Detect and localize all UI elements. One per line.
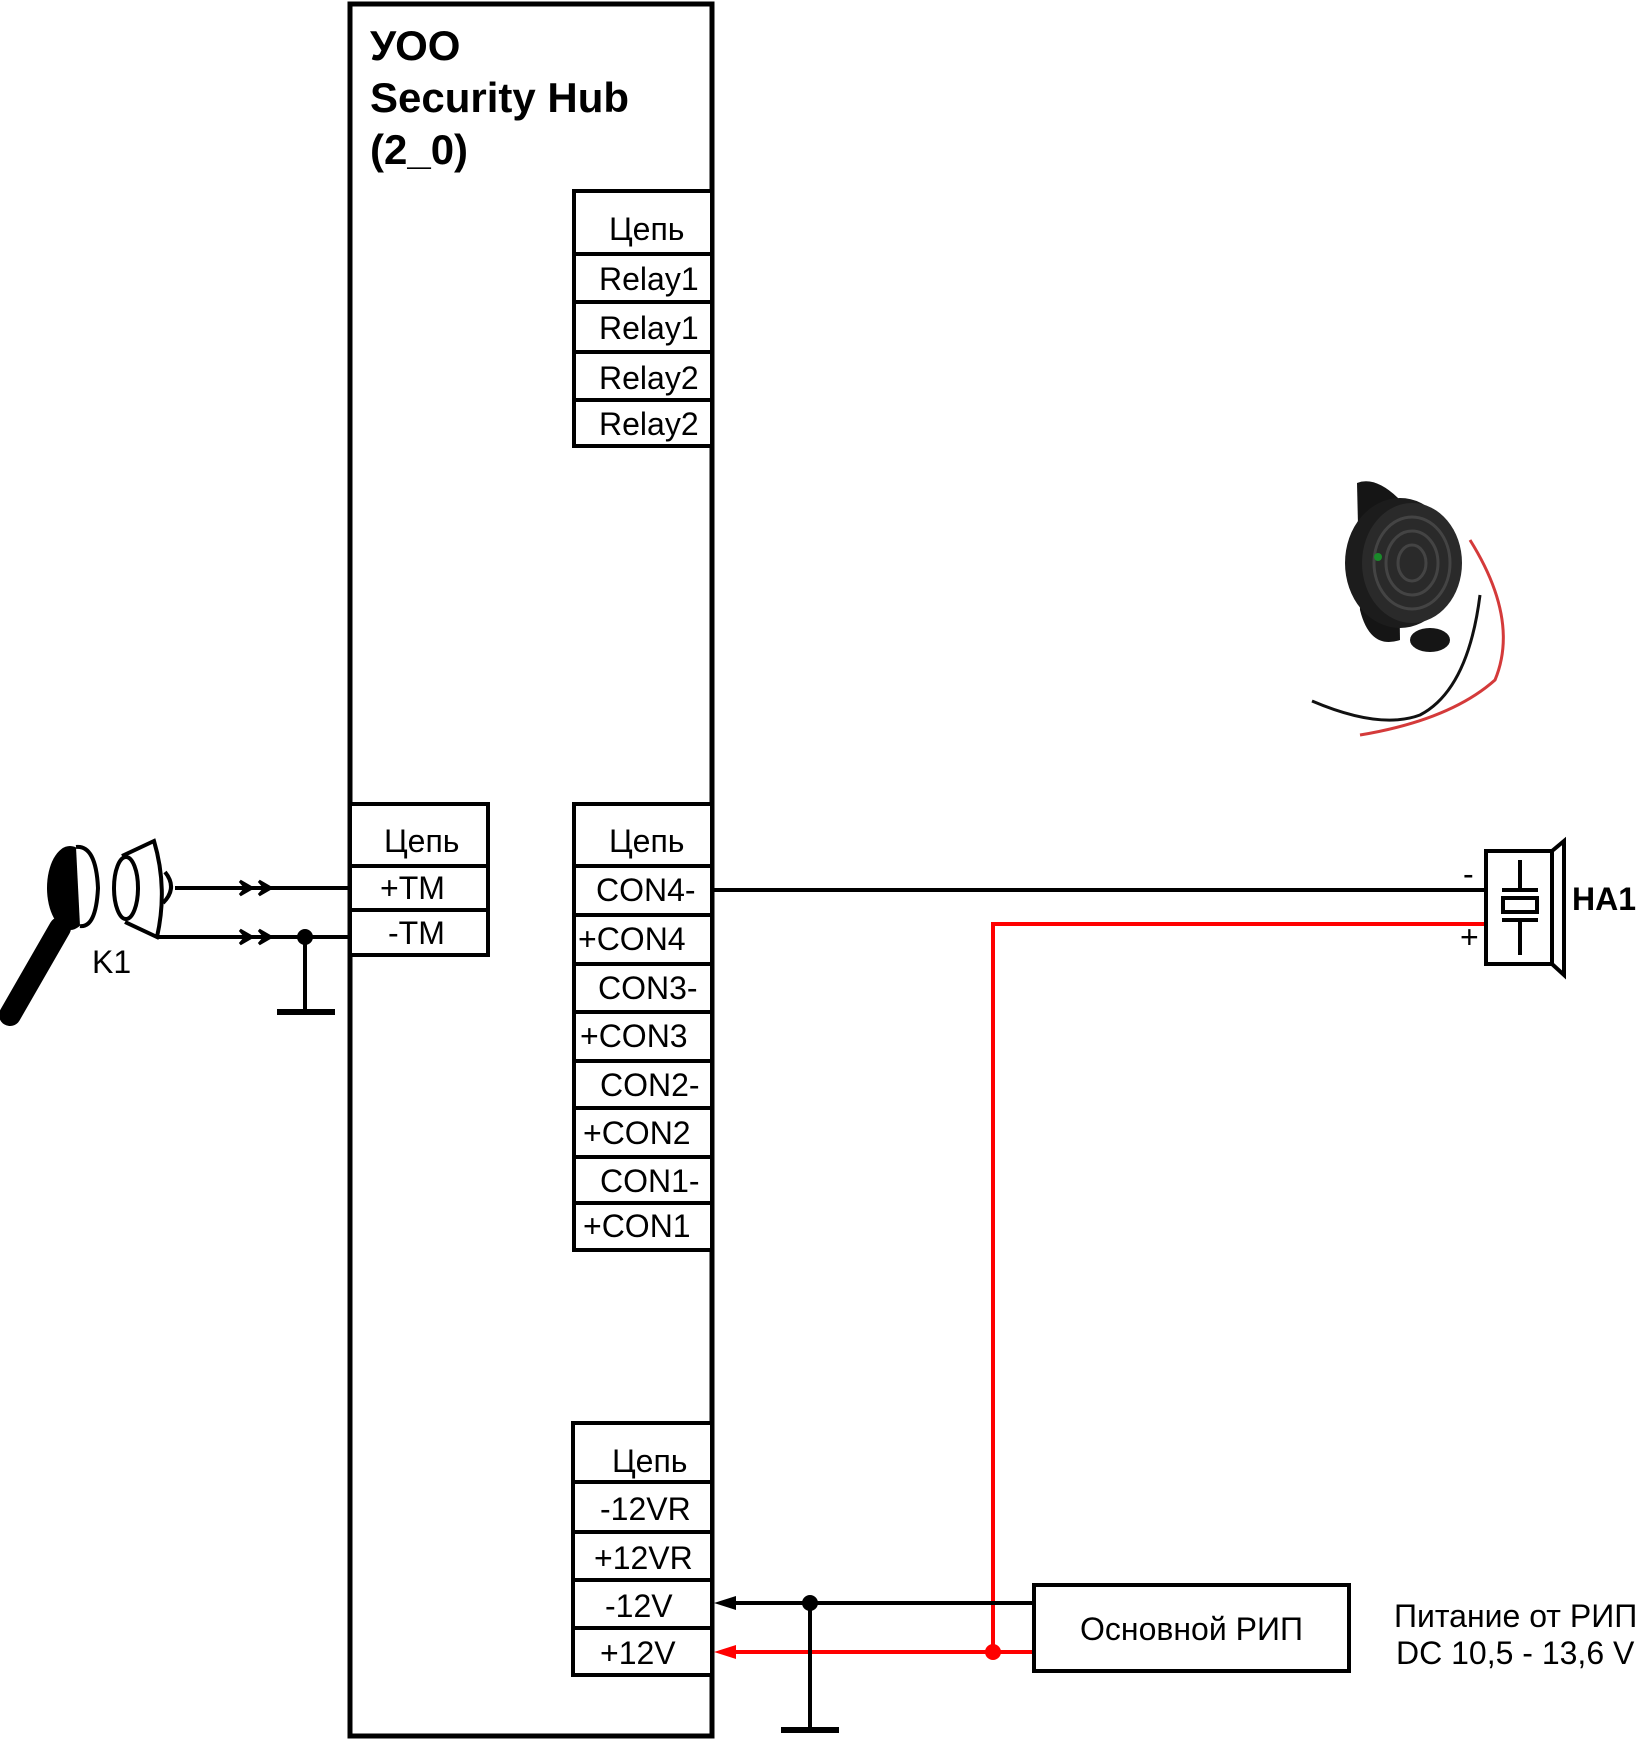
con-terminal: +CON3 bbox=[580, 1018, 688, 1054]
buzzer-minus-label: - bbox=[1463, 856, 1474, 892]
power-wires bbox=[714, 1595, 1034, 1733]
reader-label: K1 bbox=[92, 944, 131, 980]
psu-label: Основной РИП bbox=[1080, 1611, 1303, 1647]
tm-wires bbox=[157, 879, 350, 1015]
tm-block-header: Цепь bbox=[384, 823, 459, 859]
relay-terminal-block: Цепь Relay1 Relay1 Relay2 Relay2 bbox=[572, 189, 714, 448]
con-terminal: CON2- bbox=[600, 1067, 700, 1103]
touch-memory-key-icon bbox=[0, 838, 173, 1026]
psu-note-line-1: Питание от РИП bbox=[1394, 1598, 1637, 1634]
relay-terminal: Relay2 bbox=[599, 406, 699, 442]
power-terminal: +12VR bbox=[594, 1540, 693, 1576]
con-terminal: CON4- bbox=[596, 872, 696, 908]
tm-terminal: +TM bbox=[380, 870, 445, 906]
con4-positive-wire bbox=[991, 922, 1485, 1652]
device-title-line-1: УОО bbox=[370, 22, 460, 69]
psu-note-line-2: DC 10,5 - 13,6 V bbox=[1396, 1635, 1635, 1671]
device-title-line-3: (2_0) bbox=[370, 126, 468, 173]
con-terminal: CON3- bbox=[598, 970, 698, 1006]
tm-terminal: -TM bbox=[388, 915, 445, 951]
buzzer-photo bbox=[1311, 481, 1505, 737]
relay-terminal: Relay2 bbox=[599, 360, 699, 396]
con-terminal: CON1- bbox=[600, 1163, 700, 1199]
power-terminal: -12V bbox=[605, 1588, 673, 1624]
device-title-line-2: Security Hub bbox=[370, 74, 629, 121]
con-terminal: +CON1 bbox=[583, 1208, 691, 1244]
tm-terminal-block: Цепь +TM -TM bbox=[348, 802, 490, 957]
power-block-header: Цепь bbox=[612, 1443, 687, 1479]
buzzer-label: HA1 bbox=[1572, 881, 1636, 917]
piezo-buzzer-icon bbox=[1484, 836, 1566, 980]
relay-terminal: Relay1 bbox=[599, 310, 699, 346]
con-terminal: +CON2 bbox=[583, 1115, 691, 1151]
buzzer-plus-label: + bbox=[1460, 919, 1479, 955]
con-block-header: Цепь bbox=[609, 823, 684, 859]
power-terminal-block: Цепь -12VR +12VR -12V +12V bbox=[571, 1421, 714, 1677]
power-terminal: +12V bbox=[600, 1635, 676, 1671]
con-terminal-block: Цепь CON4- +CON4 CON3- +CON3 CON2- +CON2… bbox=[572, 802, 714, 1252]
relay-block-header: Цепь bbox=[609, 211, 684, 247]
con-terminal: +CON4 bbox=[578, 921, 686, 957]
psu-box bbox=[1032, 1583, 1351, 1673]
power-terminal: -12VR bbox=[600, 1491, 691, 1527]
relay-terminal: Relay1 bbox=[599, 261, 699, 297]
